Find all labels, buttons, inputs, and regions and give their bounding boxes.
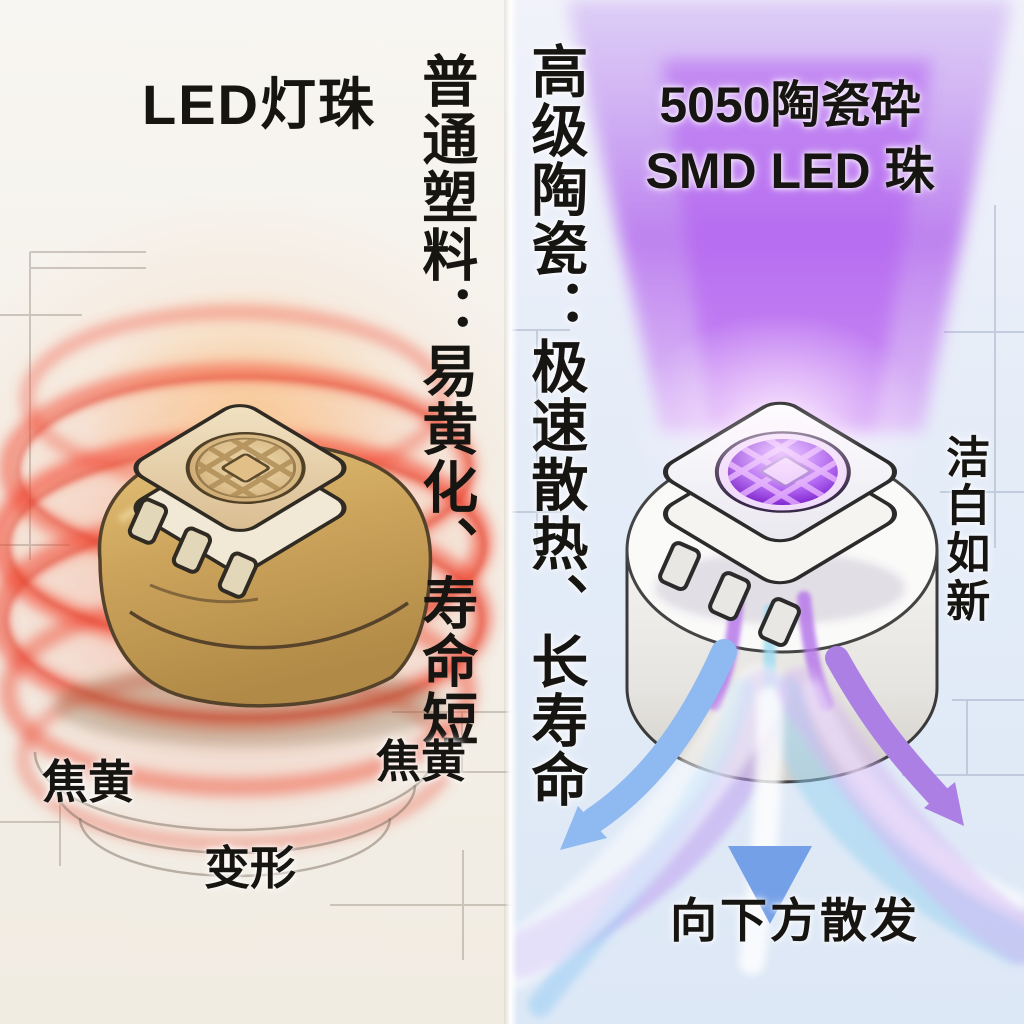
chip-top-face [133, 404, 347, 532]
down-arrows-icon [560, 638, 964, 924]
left-title: LED灯珠 [142, 73, 376, 136]
label-scorched-right: 焦黄 [376, 736, 467, 787]
grid-lines [512, 205, 1024, 776]
chip-die [221, 453, 270, 483]
right-panel [512, 0, 1024, 1024]
chip-pattern [186, 434, 302, 504]
label-dissipate-downward: 向下方散发 [670, 894, 920, 947]
chip-legs [658, 541, 801, 648]
label-deformed: 变形 [204, 842, 296, 894]
aged-led-illustration [0, 251, 512, 960]
label-scorched-left: 焦黄 [42, 756, 134, 808]
left-panel [0, 0, 512, 1024]
right-title-line2: SMD LED 珠 [645, 143, 935, 199]
right-vertical-caption: 高级陶瓷：极速散热、长寿命 [522, 42, 587, 809]
outline-rings [33, 751, 437, 878]
panel-divider [504, 0, 518, 1024]
lens-glow [690, 397, 870, 507]
right-title-line1: 5050陶瓷砕 [659, 77, 921, 133]
chip-legs [127, 497, 259, 599]
ceramic-led-illustration [512, 0, 1024, 1017]
right-title: 5050陶瓷砕 SMD LED 珠 [600, 72, 980, 204]
label-clean-as-new: 洁白如新 [939, 434, 989, 626]
left-vertical-caption: 普通塑料：易黄化、寿命短 [414, 52, 478, 748]
